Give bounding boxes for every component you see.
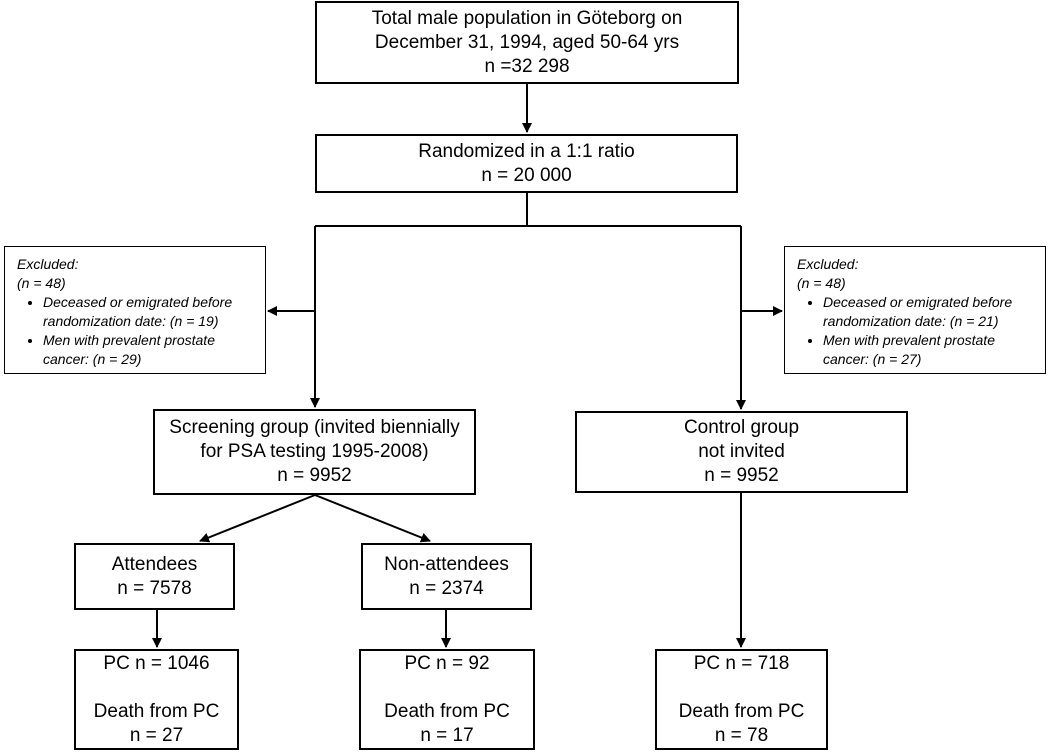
attendees-box: Attendees n = 7578: [74, 543, 235, 610]
total-population-count: n =32 298: [484, 55, 570, 77]
outcome-control-count: n = 78: [714, 724, 769, 746]
excluded-left-count: (n = 48): [17, 275, 66, 291]
arrow-to-attendees: [199, 494, 316, 543]
excluded-right-box: Excluded: (n = 48) Deceased or emigrated…: [784, 246, 1046, 374]
outcome-non-attendees-pc: PC n = 92: [404, 652, 490, 674]
excluded-left-title: Excluded:: [17, 256, 79, 272]
excluded-right-item-deceased: Deceased or emigrated before randomizati…: [823, 293, 1035, 331]
total-population-box: Total male population in Göteborg on Dec…: [315, 1, 739, 84]
outcome-control-spacer: [739, 676, 744, 700]
non-attendees-count: n = 2374: [409, 577, 484, 599]
total-population-line1: Total male population in Göteborg on: [371, 7, 683, 29]
excluded-right-title: Excluded:: [797, 256, 859, 272]
control-group-box: Control group not invited n = 9952: [575, 411, 908, 493]
outcome-attendees-pc: PC n = 1046: [103, 652, 210, 674]
screening-group-count: n = 9952: [277, 465, 352, 486]
randomized-count: n = 20 000: [481, 164, 572, 186]
screening-group-box: Screening group (invited biennially for …: [153, 409, 476, 495]
control-group-count: n = 9952: [704, 465, 779, 486]
outcome-attendees-count: n = 27: [129, 724, 184, 746]
outcome-attendees-box: PC n = 1046 Death from PC n = 27: [74, 649, 239, 750]
attendees-label: Attendees: [111, 553, 198, 575]
outcome-non-attendees-count: n = 17: [420, 724, 474, 746]
control-group-line2: not invited: [698, 441, 785, 462]
excluded-left-item-deceased: Deceased or emigrated before randomizati…: [43, 293, 255, 331]
screening-group-line1: Screening group (invited biennially: [169, 417, 460, 438]
outcome-non-attendees-death: Death from PC: [384, 700, 510, 722]
total-population-line2: December 31, 1994, aged 50-64 yrs: [374, 31, 680, 53]
excluded-left-item-prevalent: Men with prevalent prostate cancer: (n =…: [43, 331, 255, 369]
outcome-non-attendees-spacer: [444, 676, 449, 700]
arrow-to-non-attendees: [314, 494, 431, 543]
outcome-attendees-spacer: [154, 676, 159, 700]
outcome-non-attendees-box: PC n = 92 Death from PC n = 17: [359, 649, 535, 750]
excluded-right-item-prevalent: Men with prevalent prostate cancer: (n =…: [823, 331, 1035, 369]
screening-group-line2: for PSA testing 1995-2008): [200, 441, 429, 462]
excluded-right-count: (n = 48): [797, 275, 846, 291]
outcome-attendees-death: Death from PC: [93, 700, 220, 722]
excluded-left-box: Excluded: (n = 48) Deceased or emigrated…: [4, 246, 266, 374]
outcome-control-box: PC n = 718 Death from PC n = 78: [655, 649, 828, 750]
randomized-line1: Randomized in a 1:1 ratio: [418, 140, 635, 162]
outcome-control-death: Death from PC: [678, 700, 805, 722]
non-attendees-label: Non-attendees: [384, 553, 509, 575]
attendees-count: n = 7578: [117, 577, 192, 599]
randomized-box: Randomized in a 1:1 ratio n = 20 000: [315, 134, 738, 193]
non-attendees-box: Non-attendees n = 2374: [361, 543, 532, 610]
outcome-control-pc: PC n = 718: [693, 652, 790, 674]
control-group-line1: Control group: [683, 417, 800, 438]
